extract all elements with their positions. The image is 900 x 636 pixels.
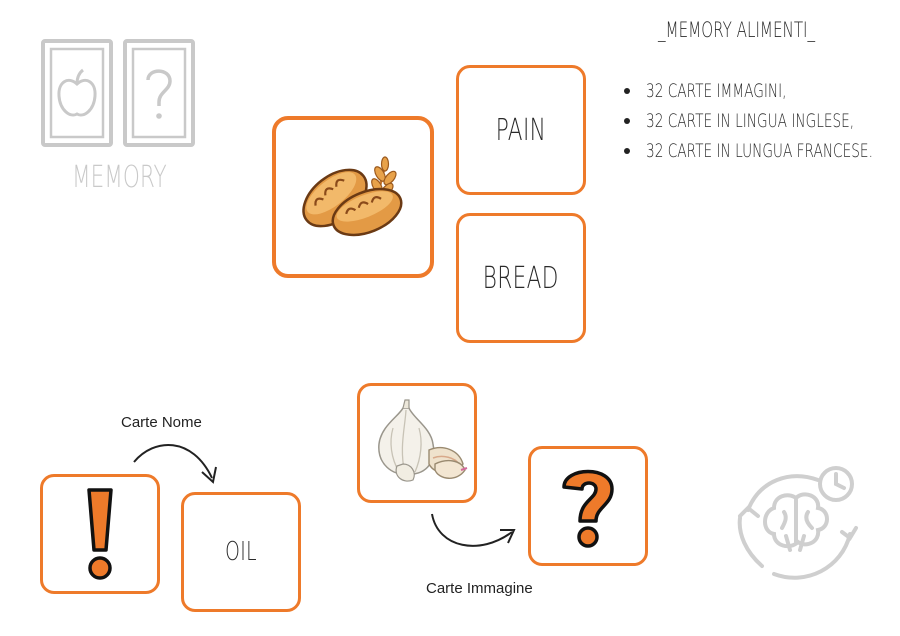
brain-clock-cycle-icon (737, 466, 858, 580)
card-word: BREAD (482, 260, 560, 296)
memory-logo: MEMORY (38, 36, 198, 196)
image-cards-caption: Carte Immagine (426, 580, 533, 597)
logo-left-card-apple-icon (41, 39, 113, 147)
logo-right-card-question-icon (123, 39, 195, 147)
logo-text: MEMORY (72, 160, 167, 195)
word-card-oil[interactable]: OIL (181, 492, 301, 612)
word-card-pain[interactable]: PAIN (456, 65, 586, 195)
card-word: OIL (225, 537, 257, 567)
page-title: _MEMORY ALIMENTI_ (658, 18, 816, 42)
name-card-back[interactable] (40, 474, 160, 594)
curved-arrow-icon (431, 513, 516, 547)
garlic-icon (378, 399, 468, 482)
question-mark-icon (562, 469, 614, 548)
bullet-icon (624, 148, 630, 154)
card-word: PAIN (495, 112, 547, 148)
image-card-back[interactable] (528, 446, 648, 566)
exclamation-icon (87, 488, 113, 580)
word-card-bread[interactable]: BREAD (456, 213, 586, 343)
name-cards-caption: Carte Nome (121, 414, 202, 431)
garlic-image-card[interactable] (357, 383, 477, 503)
bullet-icon (624, 88, 630, 94)
curved-arrow-icon (133, 443, 217, 484)
bread-icon (302, 156, 403, 237)
bullet-icon (624, 118, 630, 124)
bread-image-card[interactable] (272, 116, 434, 278)
